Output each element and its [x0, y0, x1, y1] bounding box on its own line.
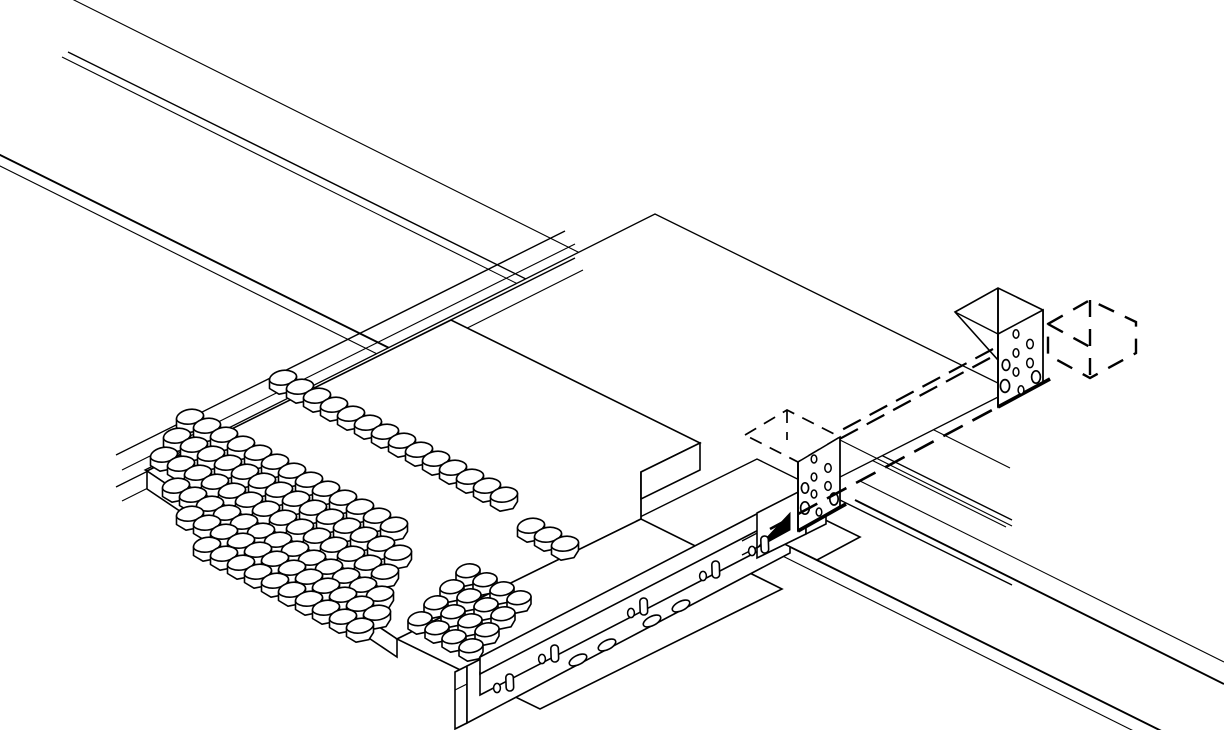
bracket-hole-small: [824, 480, 832, 492]
tray-deck-right-edge: [639, 458, 1013, 586]
bracket-hole-small: [810, 489, 818, 499]
rail-oval-slot: [671, 599, 691, 613]
bracket-hole-small: [824, 462, 832, 474]
tray-flange-holes: [492, 673, 515, 694]
tray-flange-corner-b: [454, 722, 468, 730]
phantom-post-inner-edge: [1047, 322, 1091, 349]
bracket-hole-small: [1025, 338, 1035, 350]
rail-pilot-hole: [537, 653, 547, 665]
bracket-hole-medium: [1030, 369, 1042, 385]
leader-lower: [769, 377, 1051, 531]
rack-post-phantom: [1046, 298, 1138, 380]
rack-rail-lower-far-segment: [854, 480, 1224, 685]
rail-pilot-hole: [747, 545, 757, 557]
tray-flange-corner-c: [454, 683, 468, 691]
rail-pilot-hole: [626, 607, 636, 619]
rail-oval-slot: [597, 638, 617, 652]
rail-oval-slot: [642, 614, 662, 628]
rail-slot: [711, 560, 721, 579]
bracket-hole-small: [1017, 385, 1025, 395]
tray-front-flange-left-return: [454, 664, 468, 730]
bracket-hole-small: [810, 472, 818, 482]
rail-oval-slot: [568, 653, 588, 667]
bracket-hole-small: [815, 507, 823, 517]
exploded-bracket-holes: [999, 329, 1042, 395]
flange-slot: [505, 673, 515, 692]
bracket-hole-medium: [800, 481, 810, 495]
rail-slot: [639, 597, 649, 616]
bracket-hole-medium: [1001, 358, 1011, 372]
flange-pilot-hole: [492, 682, 502, 694]
bracket-hole-small: [1012, 348, 1020, 358]
rack-rail-foreground-pass: [839, 439, 1013, 527]
rail-slot: [760, 535, 770, 554]
installed-bracket-flange-hidden: [743, 409, 842, 463]
bracket-hole-medium: [999, 378, 1011, 394]
tray-flange-corner-a: [454, 665, 468, 673]
phantom-post-outline: [1046, 298, 1138, 380]
bracket-hole-small: [1012, 329, 1020, 339]
motion-leaders: [769, 348, 1051, 531]
bracket-hole-small: [810, 454, 818, 464]
installed-bracket-bottom-edge: [797, 502, 847, 533]
slide-rail-lower-holes: [568, 599, 691, 667]
exploded-bracket-flange-back-edge: [954, 311, 999, 335]
bracket-hole-small: [1012, 367, 1020, 377]
slide-rail-upper-holes: [537, 535, 770, 665]
bracket-hole-small: [1025, 357, 1035, 369]
rail-pilot-hole: [698, 570, 708, 582]
rail-slot: [550, 644, 560, 663]
